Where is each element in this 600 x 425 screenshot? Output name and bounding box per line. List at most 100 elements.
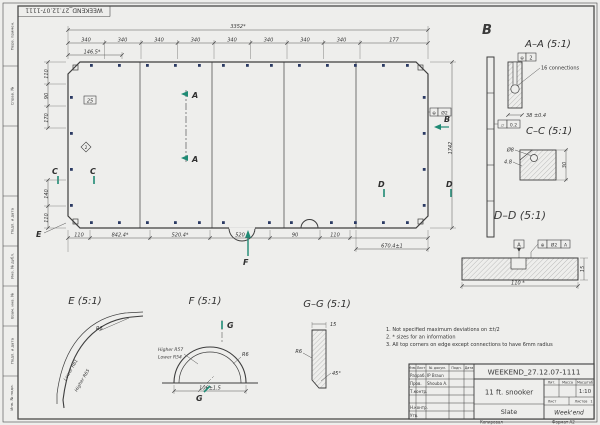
dim-height-1742: 1742 (448, 142, 454, 155)
detail-f-title: F (5:1) (189, 296, 222, 307)
tb-copied-label: Копировал (480, 420, 503, 425)
aa-frame-symbol: ⊕ (520, 56, 524, 61)
tb-scale-value: 1:10 (579, 389, 592, 395)
tb-doc-number: WEEKEND_27.12.07-1111 (488, 368, 581, 377)
dim-piece-length: 670.4±1 (381, 244, 403, 250)
tb-company-name: Week'end (554, 410, 584, 417)
section-letter-a-top: A (191, 91, 198, 100)
callout-box-25: 25 (87, 98, 93, 104)
f-pocket-arc-outer (173, 346, 247, 384)
dim-bottom-520a: 520.4* (172, 233, 189, 239)
dim-left-90: 90 (44, 93, 50, 99)
section-dd: D–D (5:1) A ⊕ Ø2 A 110 * 15 (460, 209, 588, 289)
margin-field-inv-podl: Инв. № подл. (9, 384, 14, 410)
section-f-marker: F (243, 230, 251, 267)
flatness-frame: ▱ 0.2 (494, 119, 521, 128)
gg-section-body (311, 329, 327, 389)
cc-dim-30: 30 (562, 162, 568, 168)
technical-notes: 1. Not specified maximum deviations on ±… (386, 327, 553, 348)
tb-name-prov: Shouba A. (427, 381, 447, 386)
dim-146-5: 146.5* (84, 50, 101, 56)
tb-part-name: Slate (501, 408, 517, 416)
note-1: 1. Not specified maximum deviations on ±… (386, 327, 500, 333)
tb-role-tkontr: Т.контр. (409, 389, 427, 394)
margin-field-sprav: Справ. № (10, 87, 15, 106)
gg-r6-label: R6 (295, 349, 302, 355)
gg-dim-15: 15 (330, 322, 336, 328)
section-dd-title: D–D (5:1) (494, 209, 546, 222)
title-block: Изм. Лист № докум. Подп. Дата Разраб. IP… (408, 363, 595, 425)
tb-col-list: Лист (417, 366, 426, 370)
section-letter-d-left: D (378, 180, 385, 189)
tb-mass-label: Масса (562, 381, 573, 385)
dim-bottom-842: 842.4* (112, 233, 129, 239)
f-letter-g-top: G (227, 321, 234, 330)
slate-seams (139, 62, 357, 228)
view-b-arrow: B (434, 115, 450, 130)
aa-tolerance-frame: ⊕ 2 (517, 52, 537, 62)
tb-col-podp: Подп. (451, 366, 461, 370)
aa-dim-38: 38 ±0.4 (526, 113, 546, 119)
tb-sheets-label: Листов (575, 400, 588, 404)
dd-center-slot (510, 257, 527, 270)
margin-field-podp-data-2: Подп. и дата (10, 338, 15, 364)
f-section-g-marks: G G (196, 320, 234, 403)
dim-bottom-90: 90 (292, 233, 298, 239)
tb-col-docnum: № докум. (429, 366, 446, 370)
slate-outline (67, 61, 429, 229)
left-margin-dividers (3, 65, 18, 377)
tb-sheets-value: 1 (590, 400, 592, 404)
margin-field-inv-dubl: Инв. № дубл. (10, 253, 15, 279)
title-block-grid (409, 364, 594, 419)
cc-dowel-hole (530, 154, 538, 162)
edge-holes (70, 64, 426, 224)
tb-format-label: Формат A2 (552, 420, 575, 425)
tb-product-title: 11 ft. snooker (485, 389, 533, 397)
dim-left-110b: 110 (44, 213, 50, 223)
tb-role-razrab: Разраб. (410, 373, 426, 378)
dim-overall-length: 3352* (230, 24, 246, 30)
tb-role-utv: Утв. (410, 413, 418, 418)
detail-e-marker: E (36, 222, 67, 239)
dd-tolerance-frame: ⊕ Ø2 A (530, 239, 571, 258)
tb-sheet-label: Лист (548, 400, 557, 404)
dim-bottom-110b: 110 (330, 233, 340, 239)
e-r6-label: R6 (96, 326, 103, 332)
section-d-marks: D D (378, 180, 453, 197)
dim-bottom-110a: 110 (74, 233, 84, 239)
tb-lit-label: Лит. (548, 381, 556, 385)
dim-seg-1: 340 (81, 37, 91, 43)
section-letter-a-bottom: A (191, 155, 198, 164)
section-letter-d-right: D (446, 180, 453, 189)
margin-field-perv-primen: Перв. примен. (10, 22, 15, 51)
f-lower-radius-label: Lower R54 (158, 355, 182, 361)
position-tolerance-symbol: ⊕ (432, 111, 436, 116)
view-letter-b: B (444, 115, 450, 124)
dim-left-110a: 110 (44, 69, 50, 79)
view-b: B ▱ 0.2 (482, 23, 521, 238)
f-higher-radius-label: Higher R57 (158, 347, 183, 353)
dim-bottom-520b: 520 (235, 233, 245, 239)
e-higher-radius-label: Higher R65 (74, 368, 92, 393)
aa-connections-note: 16 connections (541, 66, 580, 72)
flatness-value: 0.2 (510, 122, 517, 128)
note-2: 2. * sizes for an information (386, 335, 455, 341)
view-b-label: B (482, 23, 492, 38)
left-margin-fields: Перв. примен. Справ. № Подп. и дата Инв.… (9, 22, 15, 411)
section-gg-title: G–G (5:1) (303, 299, 351, 310)
note-3: 3. All top corners on edge except connec… (386, 342, 553, 348)
aa-connection-hole (510, 84, 520, 94)
e-corner-arc-inner (56, 311, 144, 404)
f-r6-label: R6 (242, 352, 249, 358)
dd-datum-flag: A (513, 239, 525, 258)
flatness-symbol: ▱ (501, 123, 505, 128)
f-letter-g-bottom: G (196, 394, 203, 403)
section-letter-c-left: C (52, 167, 58, 176)
margin-field-podp-data-1: Подп. и дата (10, 208, 15, 234)
dim-seg-2: 340 (118, 37, 128, 43)
f-dim-106: 106±1.5 (199, 386, 221, 392)
section-aa: A–A (5:1) ⊕ 2 16 connections 38 ±0.4 (506, 39, 580, 119)
